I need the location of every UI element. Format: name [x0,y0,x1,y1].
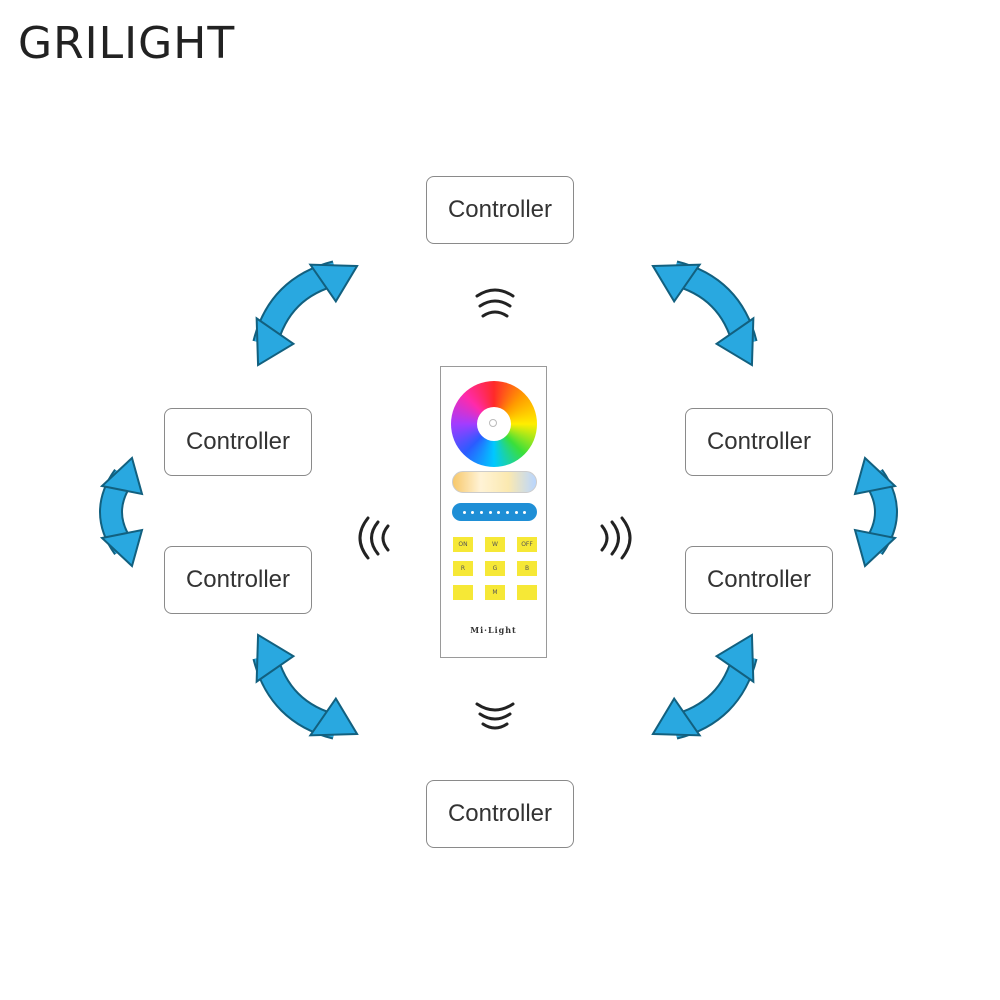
two-way-arrow-icon [252,633,359,740]
remote-key: B [517,561,537,576]
controller-box-top: Controller [426,176,574,244]
two-way-arrow-icon [651,260,758,367]
signal-wave-icon [475,702,515,730]
two-way-arrow-icon [853,456,898,568]
brightness-slider [452,503,537,521]
controller-box-left-lower: Controller [164,546,312,614]
signal-wave-icon [475,288,515,318]
signal-wave-icon [358,516,390,560]
remote-key [517,585,537,600]
remote-keypad: ON W OFF R G B M [453,537,537,600]
brand-logo: GRILIGHT [18,18,236,69]
remote-key: W [485,537,505,552]
remote-key: R [453,561,473,576]
wheel-center-dot [489,419,497,427]
controller-box-left-upper: Controller [164,408,312,476]
remote-key: M [485,585,505,600]
remote-key [453,585,473,600]
remote-control: ON W OFF R G B M Mi·Light [440,366,547,658]
two-way-arrow-icon [651,633,758,740]
controller-box-right-lower: Controller [685,546,833,614]
color-temperature-slider [452,471,537,493]
remote-key: ON [453,537,473,552]
remote-key: OFF [517,537,537,552]
two-way-arrow-icon [99,456,144,568]
two-way-arrow-icon [252,260,359,367]
controller-box-right-upper: Controller [685,408,833,476]
signal-wave-icon [600,516,632,560]
controller-box-bottom: Controller [426,780,574,848]
remote-brand: Mi·Light [470,625,517,635]
remote-key: G [485,561,505,576]
